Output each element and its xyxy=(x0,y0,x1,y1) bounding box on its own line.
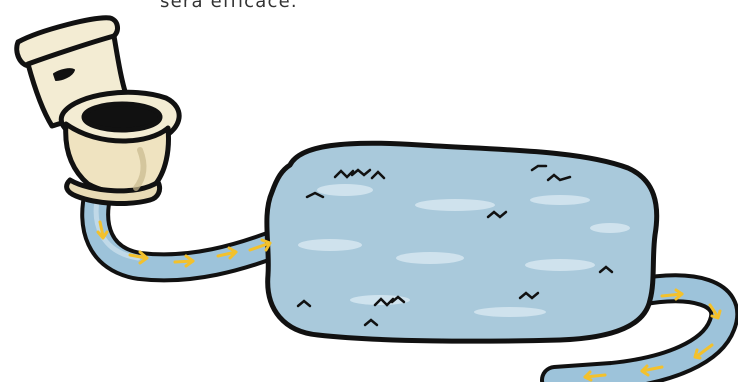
toilet-bowl-opening xyxy=(84,104,160,130)
toilet xyxy=(17,18,179,204)
septic-tank xyxy=(267,143,657,341)
